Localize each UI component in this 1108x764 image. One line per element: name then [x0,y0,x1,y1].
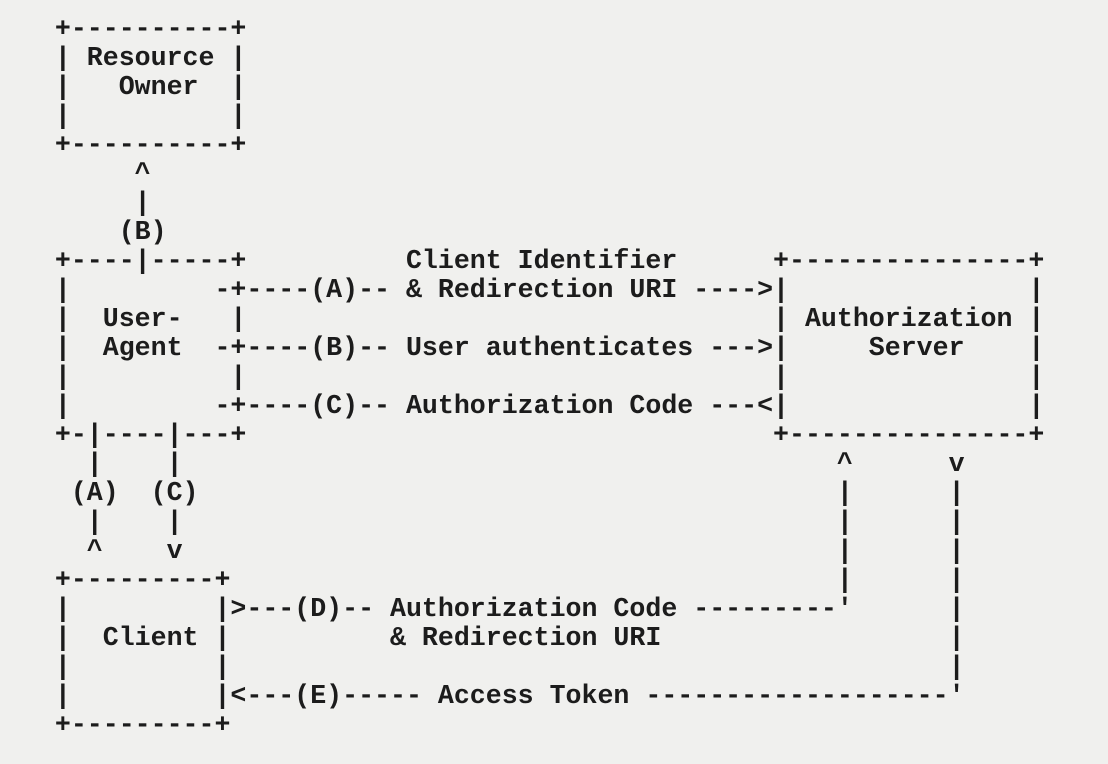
oauth-authorization-code-flow-ascii-diagram: +----------+ | Resource | | Owner | | | … [54,14,1045,740]
